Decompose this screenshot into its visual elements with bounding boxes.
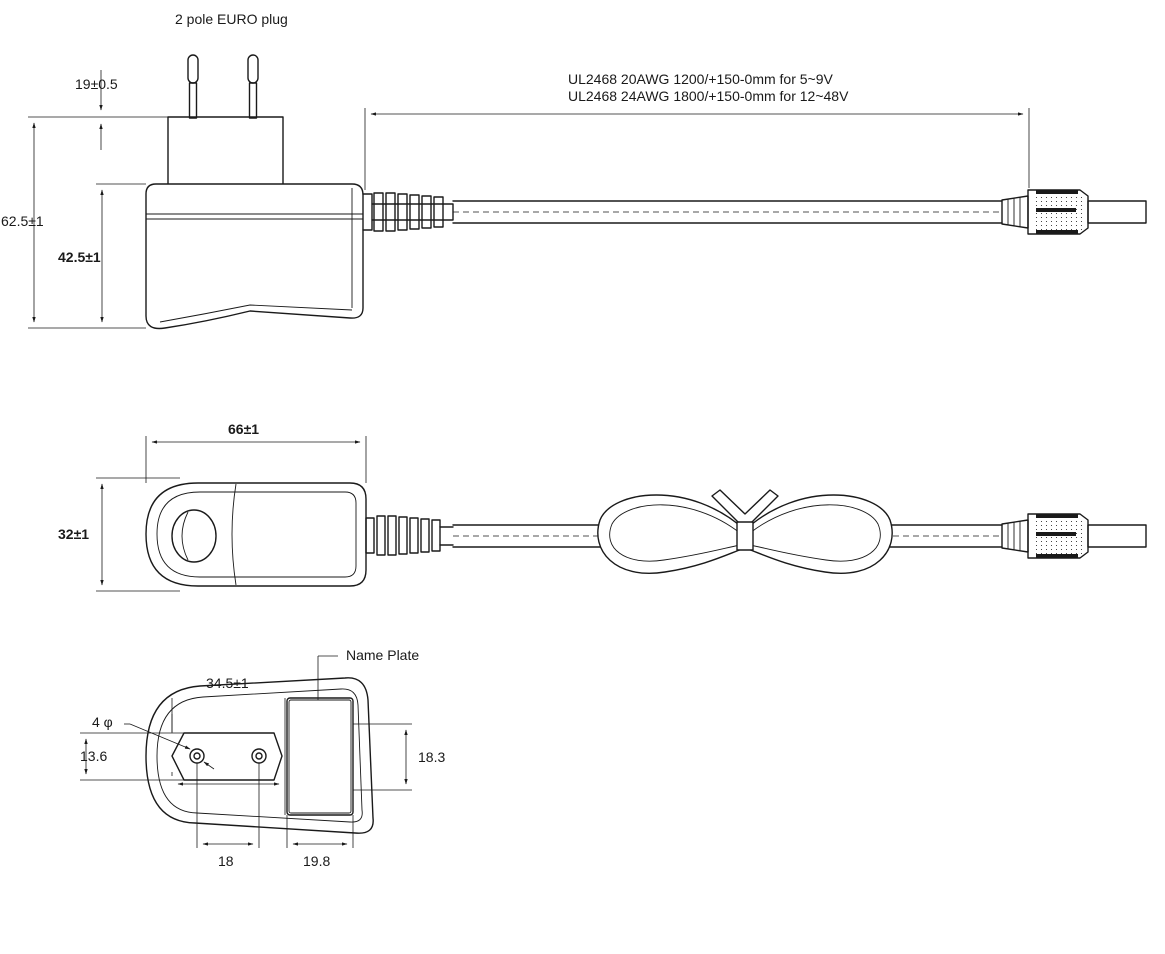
body-height-label: 42.5±1	[58, 249, 101, 265]
plug-head-top	[171, 509, 217, 563]
dim-pin-offset	[171, 698, 286, 815]
pin-offset-label: 34.5±1	[206, 675, 249, 691]
side-view: 2 pole EURO plug 19±0.5 UL2468 20AWG 120…	[1, 11, 1147, 330]
dim-body-length	[145, 436, 367, 483]
plate-width-label: 19.8	[303, 853, 330, 869]
cable-side	[452, 200, 1003, 224]
dim-pin-length	[95, 70, 168, 150]
body-width-label: 32±1	[58, 526, 89, 542]
dim-pin-row-height	[80, 732, 184, 781]
adapter-body	[145, 183, 364, 330]
pin-row-height-label: 13.6	[80, 748, 107, 764]
dim-pin-spacing	[196, 763, 260, 848]
pin-spacing-label: 18	[218, 853, 234, 869]
body-length-label: 66±1	[228, 421, 259, 437]
dim-plate-height	[353, 723, 412, 791]
pin-diameter-label: 4 φ	[92, 714, 113, 730]
dim-body-height	[96, 183, 146, 323]
plug-head	[167, 116, 284, 186]
dim-plate-width	[286, 815, 354, 848]
dim-cable-length	[364, 108, 1030, 190]
dc-connector-side	[1001, 189, 1147, 235]
strain-relief-side	[362, 192, 454, 232]
adapter-face	[145, 677, 374, 834]
pin-length-label: 19±0.5	[75, 76, 118, 92]
top-view: 66±1 32±1	[58, 421, 1147, 592]
cable-top	[452, 489, 1003, 574]
plate-height-label: 18.3	[418, 749, 445, 765]
dc-connector-top	[1001, 513, 1147, 559]
plug-pins	[187, 54, 259, 119]
name-plate	[286, 697, 354, 816]
front-view: 34.5±1 4 φ Name Plate 13.6 18.3 18 19.8	[80, 647, 445, 869]
adapter-body-top	[145, 482, 367, 587]
strain-relief-top	[365, 515, 454, 556]
cable-spec-line2: UL2468 24AWG 1800/+150-0mm for 12~48V	[568, 88, 849, 104]
cable-spec-line1: UL2468 20AWG 1200/+150-0mm for 5~9V	[568, 71, 834, 87]
dim-body-width	[96, 477, 180, 592]
plug-type-label: 2 pole EURO plug	[175, 11, 288, 27]
name-plate-label: Name Plate	[346, 647, 419, 663]
dim-total-height	[28, 116, 146, 329]
total-height-label: 62.5±1	[1, 213, 44, 229]
